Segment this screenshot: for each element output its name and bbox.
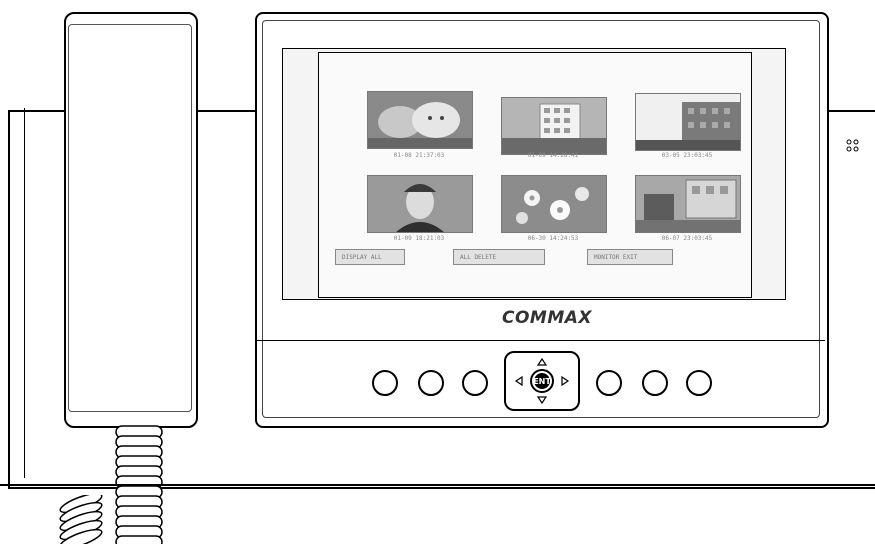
thumbnail-1-caption: 01-08 21:37:03 <box>393 152 445 159</box>
triangle-up-icon[interactable] <box>536 357 548 366</box>
enter-button-face <box>534 373 550 389</box>
wall-mount-inner-edge <box>24 108 875 478</box>
handset-face <box>68 24 192 412</box>
button-2[interactable] <box>418 370 444 396</box>
thumbnail-3[interactable] <box>635 93 741 151</box>
flowers-photo <box>502 176 606 232</box>
speaker-grille <box>846 139 859 152</box>
triangle-left-icon[interactable] <box>514 375 523 387</box>
base-edge <box>0 484 875 486</box>
thumbnail-6[interactable] <box>635 175 741 233</box>
button-1[interactable] <box>372 370 398 396</box>
building-with-sky-photo <box>636 94 740 150</box>
control-strip <box>256 340 825 425</box>
button-5[interactable] <box>642 370 668 396</box>
man-in-cap-photo <box>368 176 472 232</box>
thumbnail-2-caption: 01-09 14:28:41 <box>527 152 579 159</box>
enter-label: ENT <box>533 377 551 386</box>
child-with-pet-photo <box>368 92 472 148</box>
thumbnail-6-caption: 06-07 23:03:45 <box>661 235 713 242</box>
button-6[interactable] <box>686 370 712 396</box>
thumbnail-5[interactable] <box>501 175 607 233</box>
dpad: ENT <box>504 351 580 411</box>
apartment-building-photo <box>502 98 606 154</box>
thumbnail-4[interactable] <box>367 175 473 233</box>
thumbnail-4-caption: 01-09 18:21:03 <box>393 235 445 242</box>
triangle-down-icon[interactable] <box>536 396 548 405</box>
menu-all-delete-button[interactable]: ALL DELETE <box>453 249 545 265</box>
monitor-front-panel <box>262 20 820 418</box>
menu-display-all-button[interactable]: DISPLAY ALL <box>335 249 405 265</box>
triangle-right-icon[interactable] <box>561 375 570 387</box>
thumbnail-5-caption: 06-30 14:24:53 <box>527 235 579 242</box>
thumbnail-2[interactable] <box>501 97 607 155</box>
menu-monitor-exit-button[interactable]: MONITOR EXIT <box>587 249 673 265</box>
thumbnail-1[interactable] <box>367 91 473 149</box>
handset-cord <box>115 425 163 544</box>
thumbnail-3-caption: 03-05 23:03:45 <box>661 152 713 159</box>
button-4[interactable] <box>596 370 622 396</box>
handset[interactable] <box>64 12 198 428</box>
street-corner-photo <box>636 176 740 232</box>
button-3[interactable] <box>462 370 488 396</box>
dpad-graphic: ENT <box>514 357 570 405</box>
lcd-screen: 01-08 21:37:03 01-09 14:28:41 03-05 23:0… <box>318 52 752 298</box>
handset-cord-loop <box>59 495 103 544</box>
brand-logo: COMMAX <box>501 308 593 328</box>
